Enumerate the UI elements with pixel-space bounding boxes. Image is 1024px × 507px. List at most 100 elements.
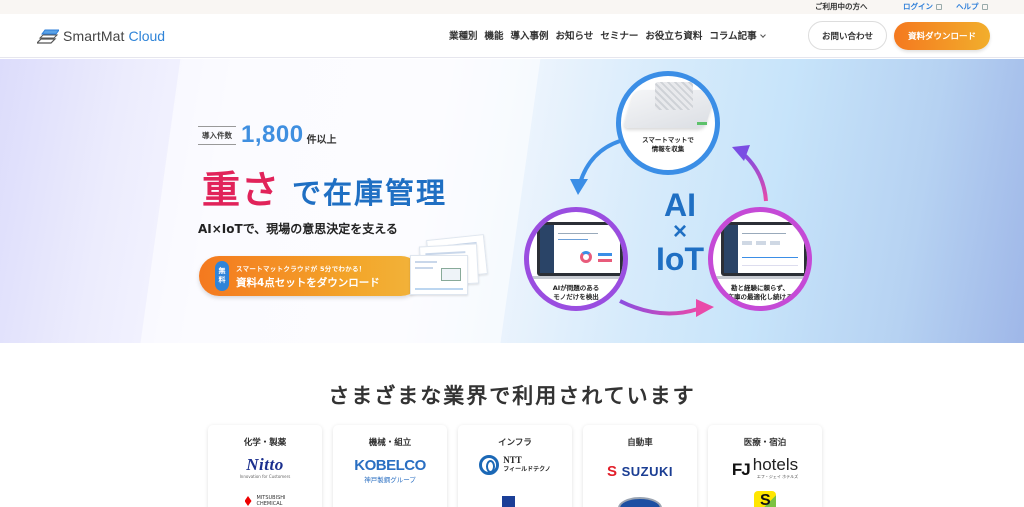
card-title: 自動車 [627, 438, 653, 448]
nitto-logo: Nitto Innovation for Customers [208, 455, 322, 479]
nav-item-seminars[interactable]: セミナー [600, 31, 639, 42]
free-badge-line2: 料 [218, 276, 226, 284]
laptop-chart-image [721, 222, 807, 276]
center-iot: IoT [656, 241, 704, 277]
laptop-base [715, 276, 807, 279]
for-users-link[interactable]: ご利用中の方へ [815, 2, 868, 11]
mitsubishi-text: MITSUBISHI [256, 495, 286, 501]
nav-item-industry[interactable]: 業種別 [449, 31, 478, 42]
help-label: ヘルプ [956, 2, 979, 11]
nav-item-features[interactable]: 機能 [484, 31, 504, 42]
laptop-dashboard-image [537, 222, 623, 276]
s-brand-icon [754, 491, 776, 507]
nav-item-columns[interactable]: コラム記事 [709, 28, 766, 42]
count-value: 1,800 [241, 121, 304, 148]
ai-iot-cycle-diagram: スマートマットで 情報を収集 AIが問題のある モノだけを検出 [520, 71, 840, 341]
site-header: SmartMat Cloud 業種別 機能 導入事例 お知らせ セミナー お役立… [0, 14, 1024, 58]
logo-text-secondary: Cloud [128, 28, 166, 44]
document-thumbnail [410, 255, 468, 295]
nav-item-case-studies[interactable]: 導入事例 [510, 31, 549, 42]
logo[interactable]: SmartMat Cloud [37, 26, 165, 46]
detect-step-circle: AIが問題のある モノだけを検出 [524, 207, 628, 311]
optimize-step-circle: 勘と経験に頼らず、 在庫の最適化し続ける [708, 207, 812, 311]
adoption-count: 導入件数 1,800 件以上 [198, 121, 337, 149]
center-times: × [672, 218, 687, 245]
checker-logo [458, 495, 572, 507]
external-link-icon [936, 4, 942, 10]
detect-caption-2: モノだけを検出 [553, 293, 599, 301]
suzuki-s-icon: S [607, 463, 618, 480]
suzuki-text: SUZUKI [621, 464, 673, 479]
free-badge-line1: 無 [218, 267, 226, 275]
contact-button[interactable]: お問い合わせ [808, 21, 887, 50]
fj-mark: FJ [731, 460, 751, 479]
card-title: 化学・製薬 [243, 438, 287, 448]
industries-title: さまざまな業界で利用されています [328, 384, 696, 408]
main-nav: 業種別 機能 導入事例 お知らせ セミナー お役立ち資料 コラム記事 [449, 28, 766, 42]
free-badge: 無 料 [215, 261, 229, 291]
download-button[interactable]: 資料ダウンロード [894, 22, 990, 50]
cycle-arrows-icon [570, 139, 768, 317]
help-link[interactable]: ヘルプ [956, 1, 988, 12]
nitto-logo-text: Nitto [246, 455, 284, 474]
logo-text-primary: SmartMat [63, 28, 125, 44]
laptop-base [531, 276, 623, 279]
center-ai: AI [664, 187, 696, 223]
industry-cards: 化学・製薬 Nitto Innovation for Customers MIT… [208, 425, 822, 507]
checker-logo-icon [502, 496, 528, 507]
count-label: 導入件数 [198, 125, 236, 145]
optimize-caption-2: 在庫の最適化し続ける [727, 293, 793, 301]
smartmat-logo-icon [37, 29, 59, 44]
external-link-icon [981, 4, 988, 10]
card-title: 機械・組立 [368, 438, 412, 448]
document-stack-image [410, 234, 488, 297]
ntt-ring-icon [479, 455, 500, 475]
ai-iot-center-text: AI × IoT [640, 189, 720, 275]
cta-text: スマートマットクラウドが 5分でわかる！ 資料4点セットをダウンロード [236, 263, 380, 290]
nav-item-columns-label: コラム記事 [709, 31, 757, 42]
nav-item-resources[interactable]: お役立ち資料 [645, 31, 703, 42]
mitsubishi-diamond-icon [244, 496, 252, 506]
cta-big-text: 資料4点セットをダウンロード [236, 276, 380, 289]
card-title: 医療・宿泊 [743, 438, 787, 448]
industry-card-machinery[interactable]: 機械・組立 KOBELCO 神戸製鋼グループ [333, 425, 447, 507]
subaru-emblem-icon [618, 497, 662, 507]
fj-hotels-subtitle: エフ・ジェイ ホテルズ [756, 474, 799, 479]
nav-item-news[interactable]: お知らせ [555, 31, 594, 42]
hero-headline: 重さ で在庫管理 [202, 159, 447, 214]
kobelco-logo: KOBELCO 神戸製鋼グループ [333, 455, 447, 484]
device-led [697, 122, 707, 125]
hotels-text: hotels [752, 455, 799, 474]
hero-subhead: AI×IoTで、現場の意思決定を支える [198, 222, 398, 236]
subaru-logo [583, 497, 697, 507]
ntt-subtitle: フィールドテクノ [503, 466, 551, 473]
collect-caption-2: 情報を収集 [651, 145, 685, 153]
chemical-text: CHEMICAL [256, 501, 283, 507]
card-title: インフラ [498, 438, 532, 448]
headline-emphasis: 重さ [202, 168, 281, 212]
headline-rest: で在庫管理 [292, 176, 448, 210]
kobelco-subtitle: 神戸製鋼グループ [364, 476, 416, 484]
chevron-down-icon [759, 32, 766, 38]
industry-card-chemical[interactable]: 化学・製薬 Nitto Innovation for Customers MIT… [208, 425, 322, 507]
utility-bar: ご利用中の方へ ログイン ヘルプ [0, 0, 1024, 14]
free-download-cta[interactable]: 無 料 スマートマットクラウドが 5分でわかる！ 資料4点セットをダウンロード [199, 256, 421, 296]
login-link[interactable]: ログイン [903, 1, 942, 12]
collect-step-circle: スマートマットで 情報を収集 [616, 71, 720, 175]
count-suffix: 件以上 [306, 134, 337, 146]
kobelco-logo-text: KOBELCO [354, 457, 426, 474]
collect-caption-1: スマートマットで [642, 136, 694, 144]
cta-small-text: スマートマットクラウドが 5分でわかる！ [236, 264, 366, 273]
nitto-tagline: Innovation for Customers [239, 474, 291, 479]
login-label: ログイン [903, 2, 933, 11]
detect-caption-1: AIが問題のある [552, 284, 600, 292]
hero-section: 導入件数 1,800 件以上 重さ で在庫管理 AI×IoTで、現場の意思決定を… [0, 59, 1024, 343]
ntt-text: NTT [503, 455, 522, 465]
